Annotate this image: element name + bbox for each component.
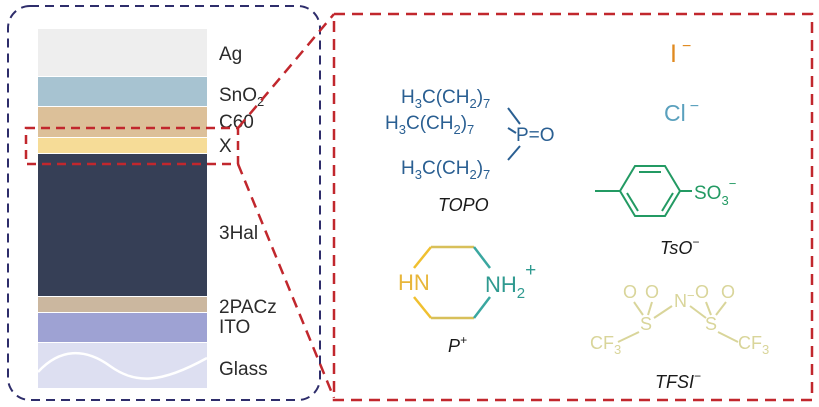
pip-bond-bottom-left <box>413 296 432 319</box>
pip-bond-top-right <box>473 246 491 269</box>
zoom-line-top <box>237 13 335 129</box>
zoom-line-bottom <box>236 163 336 399</box>
zoom-highlight-box <box>24 126 240 166</box>
pip-nh-right: NH2+ <box>485 260 536 302</box>
tfsi-bond-n-s <box>689 305 707 319</box>
tfsi-structure: N− S S O O O O CF3 CF3 <box>590 282 769 357</box>
tfsi-s-right: S <box>705 314 717 334</box>
layer-ag <box>38 29 207 76</box>
tfsi-caption: TFSI− <box>655 369 701 392</box>
tfsi-o-left-1: O <box>623 282 637 302</box>
layer-c60 <box>38 107 207 137</box>
label-ito: ITO <box>219 317 250 338</box>
layer-ito <box>38 313 207 342</box>
label-x: X <box>219 136 232 157</box>
iodide-label: I− <box>670 38 691 68</box>
topo-chain-2: H3C(CH2)7 <box>385 113 474 137</box>
topo-bonds <box>507 107 521 161</box>
tfsi-bond-s-cf3 <box>617 331 640 343</box>
label-ag: Ag <box>219 44 242 65</box>
topo-bond-3 <box>507 145 521 161</box>
tso-caption: TsO− <box>660 235 699 258</box>
topo-p-oxide: P=O <box>516 125 555 146</box>
layer-x <box>38 138 207 153</box>
tfsi-bond-s2-o2 <box>715 301 727 316</box>
label-2pacz: 2PACz <box>219 297 277 318</box>
tso-benzene-ring <box>618 165 682 217</box>
tfsi-o-left-2: O <box>645 282 659 302</box>
tfsi-bond-s-n <box>653 305 673 319</box>
molecule-panel-frame <box>332 12 814 402</box>
tfsi-o-right-2: O <box>721 282 735 302</box>
device-stack <box>37 29 208 388</box>
pip-nh-left: HN <box>398 270 430 295</box>
tfsi-bond-s2-o1 <box>705 301 712 316</box>
pip-bond-bottom-right <box>473 296 491 319</box>
topo-caption: TOPO <box>438 195 489 215</box>
tfsi-n: N− <box>674 288 695 311</box>
piperazinium-structure <box>413 245 491 320</box>
layer-3hal <box>38 154 207 296</box>
tso-structure <box>595 165 692 217</box>
topo-chain-1: H3C(CH2)7 <box>401 87 490 111</box>
tfsi-bond-s-o1 <box>633 301 644 316</box>
tfsi-cf3-left: CF3 <box>590 333 621 357</box>
pip-bond-top-left <box>413 246 432 269</box>
topo-bond-1 <box>507 107 521 125</box>
label-3hal: 3Hal <box>219 223 258 244</box>
label-c60: C60 <box>219 112 254 133</box>
label-glass: Glass <box>219 359 268 380</box>
tso-ring-double-3 <box>661 192 674 212</box>
tfsi-bond-s2-cf3 <box>717 331 739 343</box>
tso-ring-double-2 <box>626 192 639 212</box>
layer-sno2 <box>38 77 207 106</box>
label-sno2: SnO2 <box>219 85 264 109</box>
topo-bond-2 <box>507 127 517 134</box>
layer-glass <box>38 343 207 388</box>
tfsi-bonds <box>617 301 739 343</box>
tfsi-cf3-right: CF3 <box>738 333 769 357</box>
chloride-label: Cl− <box>664 98 699 126</box>
pip-caption: P+ <box>448 333 467 356</box>
topo-chain-3: H3C(CH2)7 <box>401 158 490 182</box>
tfsi-bond-s-o2 <box>647 301 653 316</box>
tfsi-s-left: S <box>640 314 652 334</box>
topo-structure: H3C(CH2)7 H3C(CH2)7 H3C(CH2)7 P=O <box>385 87 555 182</box>
layer-2pacz <box>38 297 207 312</box>
tfsi-o-right-1: O <box>695 282 709 302</box>
tso-group: SO3− <box>694 176 736 208</box>
glass-wave <box>37 352 208 380</box>
